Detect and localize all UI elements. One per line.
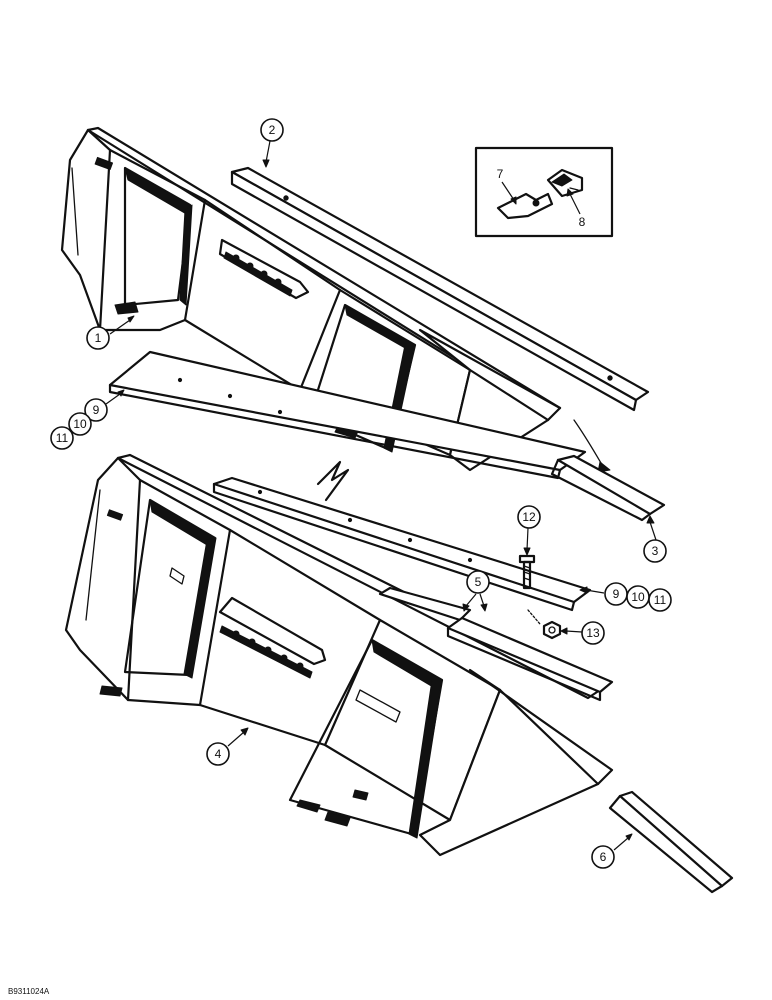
callout-6-label: 6 [600,850,607,864]
figure-code: B9311024A [8,987,50,996]
bolt-12 [518,554,536,590]
callout-10-label-upper: 10 [73,417,87,431]
callout-8: 8 [566,188,586,229]
callout-2: 2 [260,118,284,168]
side-pad-3 [550,454,666,522]
wear-strip-upper [108,350,587,480]
callout-13: 13 [560,621,605,645]
callout-11-label-upper: 11 [56,431,69,445]
callout-7: 7 [497,167,517,205]
callout-5-label: 5 [475,575,482,589]
callout-4: 4 [206,727,249,766]
side-pad-6 [608,790,734,894]
teeth-inset [474,146,614,238]
callout-11-label-lower: 11 [654,593,667,607]
lower-cutting-edge [212,460,592,612]
inset-frame [474,146,614,238]
callout-12: 12 [517,505,541,556]
callout-3: 3 [643,515,667,563]
callout-12-label: 12 [522,510,536,524]
callout-10-label-lower: 10 [631,590,645,604]
callout-9-10-11-lower: 9 10 11 [579,582,672,612]
callout-7-label: 7 [497,167,504,181]
cutting-edge-2 [230,166,650,412]
callout-2-label: 2 [269,123,276,137]
nut-13 [527,609,562,640]
callout-9-label-lower: 9 [613,587,620,601]
callout-1-label: 1 [95,331,102,345]
callout-8-label: 8 [579,215,586,229]
callout-9-label-upper: 9 [93,403,100,417]
callout-1: 1 [86,315,135,350]
cutting-edge-segment-5 [378,586,614,702]
callout-6: 6 [591,833,633,869]
callout-5: 5 [462,570,490,612]
callout-4-label: 4 [215,747,222,761]
callout-9-10-11-upper: 9 10 11 [50,389,125,450]
callout-13-label: 13 [586,626,600,640]
callout-3-label: 3 [652,544,659,558]
